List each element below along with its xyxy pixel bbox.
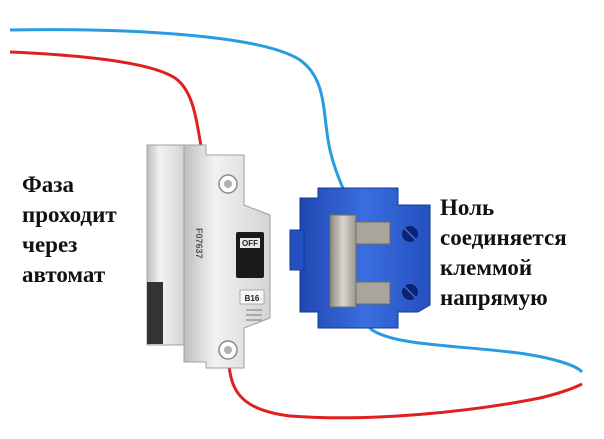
neutral-caption-line: клеммой: [440, 255, 533, 280]
phase-caption: Фаза проходит через автомат: [22, 170, 117, 290]
neutral-caption-line: соединяется: [440, 225, 567, 250]
phase-caption-line: автомат: [22, 262, 106, 287]
breaker-off-label: OFF: [242, 239, 258, 248]
phase-caption-line: проходит: [22, 202, 117, 227]
phase-caption-line: Фаза: [22, 172, 74, 197]
breaker-rating-label: B16: [245, 294, 260, 303]
breaker-side-label: F07637: [194, 228, 204, 259]
phase-wire-top: [9, 50, 205, 159]
neutral-caption-line: напрямую: [440, 285, 548, 310]
neutral-caption-line: Ноль: [440, 195, 495, 220]
neutral-caption: Ноль соединяется клеммой напрямую: [440, 193, 567, 313]
circuit-breaker-icon: F07637 OFF B16: [146, 144, 271, 369]
phase-wire-bottom: [227, 365, 583, 420]
terminal-block-icon: [289, 187, 431, 329]
phase-caption-line: через: [22, 232, 78, 257]
